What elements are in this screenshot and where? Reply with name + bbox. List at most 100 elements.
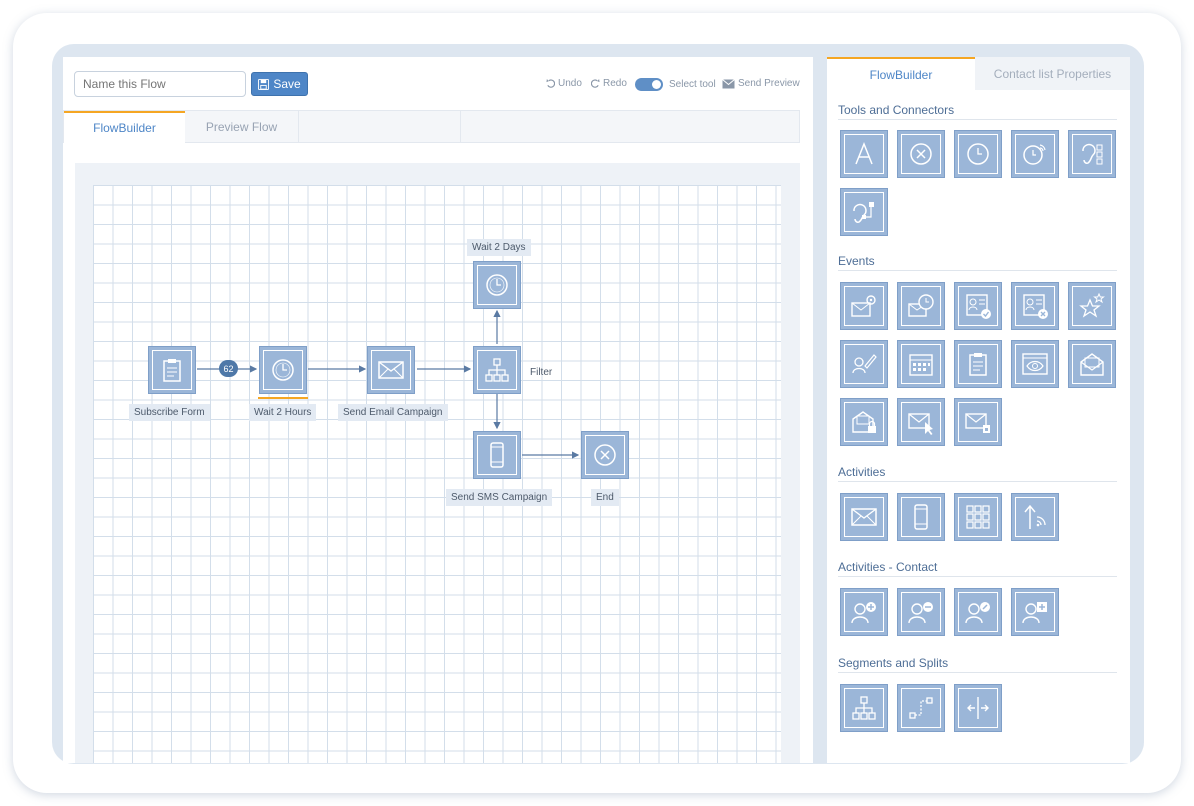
hierarchy-icon <box>852 696 876 720</box>
split-arrows-icon <box>967 697 989 719</box>
contact-remove[interactable] <box>897 588 945 636</box>
event-email-attachment[interactable] <box>954 398 1002 446</box>
contact-add[interactable] <box>840 588 888 636</box>
node-send-email-campaign[interactable] <box>367 346 415 394</box>
contact-add-alt-icon <box>1022 602 1047 624</box>
event-signature[interactable] <box>840 340 888 388</box>
segment-path[interactable] <box>897 684 945 732</box>
envelope-icon <box>378 361 404 379</box>
text-tool-icon <box>855 141 873 165</box>
node-label: Wait 2 Hours <box>249 404 317 421</box>
toggle-switch[interactable] <box>635 78 663 91</box>
clock-icon <box>967 143 989 165</box>
select-tool-toggle[interactable]: Select tool <box>635 78 716 91</box>
send-preview-label: Send Preview <box>738 78 800 89</box>
path-split-icon <box>909 697 933 719</box>
tool-wait-signal[interactable] <box>1011 130 1059 178</box>
event-email-open[interactable] <box>1068 340 1116 388</box>
phone-icon <box>914 504 928 530</box>
envelope-icon <box>851 508 877 526</box>
event-email-click[interactable] <box>897 398 945 446</box>
activity-send-sms[interactable] <box>897 493 945 541</box>
tool-listen-connector[interactable] <box>840 188 888 236</box>
redo-icon <box>591 79 600 88</box>
undo-icon <box>546 79 555 88</box>
flow-grid[interactable] <box>93 185 781 763</box>
signature-icon <box>852 354 877 374</box>
ear-list-icon <box>1082 143 1103 165</box>
tab-flowbuilder[interactable]: FlowBuilder <box>64 111 185 143</box>
segment-filter[interactable] <box>840 684 888 732</box>
undo-button[interactable]: Undo <box>546 78 582 89</box>
activity-send-email[interactable] <box>840 493 888 541</box>
tool-listen-list[interactable] <box>1068 130 1116 178</box>
builder-tabs: FlowBuilder Preview Flow <box>63 110 800 143</box>
tool-text[interactable] <box>840 130 888 178</box>
event-email-gear[interactable] <box>840 282 888 330</box>
section-title: Tools and Connectors <box>838 103 1117 120</box>
x-circle-icon <box>594 444 616 466</box>
event-page-view[interactable] <box>1011 340 1059 388</box>
event-email-clock[interactable] <box>897 282 945 330</box>
node-wait-2-days[interactable] <box>473 261 521 309</box>
event-rating[interactable] <box>1068 282 1116 330</box>
tool-wait[interactable] <box>954 130 1002 178</box>
floppy-disk-icon <box>258 78 270 90</box>
email-attach-icon <box>965 413 990 433</box>
node-label: Filter <box>530 367 553 378</box>
node-send-sms-campaign[interactable] <box>473 431 521 479</box>
activity-push[interactable] <box>1011 493 1059 541</box>
contact-check-icon <box>966 294 991 319</box>
email-lock-icon <box>852 411 876 433</box>
grid-icon <box>966 505 990 529</box>
section-title: Segments and Splits <box>838 656 1117 673</box>
section-title: Activities - Contact <box>838 560 1117 577</box>
contact-x-icon <box>1023 294 1048 319</box>
undo-label: Undo <box>558 78 582 89</box>
clock-icon <box>486 274 508 296</box>
node-label: Subscribe Form <box>129 404 210 421</box>
redo-button[interactable]: Redo <box>591 78 627 89</box>
event-contact-check[interactable] <box>954 282 1002 330</box>
x-circle-icon <box>910 143 932 165</box>
email-gear-icon <box>851 295 876 317</box>
event-contact-remove[interactable] <box>1011 282 1059 330</box>
section-title: Activities <box>838 465 1117 482</box>
tab-preview-flow[interactable]: Preview Flow <box>185 111 299 143</box>
ear-connector-icon <box>853 202 874 223</box>
stars-icon <box>1079 292 1105 318</box>
redo-label: Redo <box>603 78 627 89</box>
select-tool-label: Select tool <box>669 79 716 90</box>
email-clock-icon <box>908 294 934 317</box>
tool-end[interactable] <box>897 130 945 178</box>
activity-grid[interactable] <box>954 493 1002 541</box>
panel-tab-contact-list-properties[interactable]: Contact list Properties <box>975 57 1130 90</box>
node-filter[interactable] <box>473 346 521 394</box>
clipboard-icon <box>969 353 987 376</box>
panel-tab-flowbuilder[interactable]: FlowBuilder <box>827 57 975 90</box>
event-date[interactable] <box>897 340 945 388</box>
eye-browser-icon <box>1022 353 1048 375</box>
node-wait-2-hours[interactable] <box>259 346 307 394</box>
contact-edit[interactable] <box>954 588 1002 636</box>
contact-add-icon <box>851 602 876 624</box>
event-form[interactable] <box>954 340 1002 388</box>
node-label: Wait 2 Days <box>467 239 531 256</box>
flow-name-input[interactable] <box>74 71 246 97</box>
contact-add-alt[interactable] <box>1011 588 1059 636</box>
save-button[interactable]: Save <box>251 72 308 96</box>
section-title: Events <box>838 254 1117 271</box>
save-label: Save <box>273 77 301 91</box>
contact-count-badge[interactable]: 62 <box>219 360 238 377</box>
send-preview-button[interactable]: Send Preview <box>722 78 800 89</box>
node-end[interactable] <box>581 431 629 479</box>
contact-edit-icon <box>965 602 990 624</box>
clock-icon <box>272 359 294 381</box>
tab-empty <box>299 111 461 143</box>
event-email-secure[interactable] <box>840 398 888 446</box>
segment-split[interactable] <box>954 684 1002 732</box>
node-subscribe-form[interactable] <box>148 346 196 394</box>
clock-signal-icon <box>1023 144 1046 165</box>
upload-signal-icon <box>1024 504 1046 529</box>
